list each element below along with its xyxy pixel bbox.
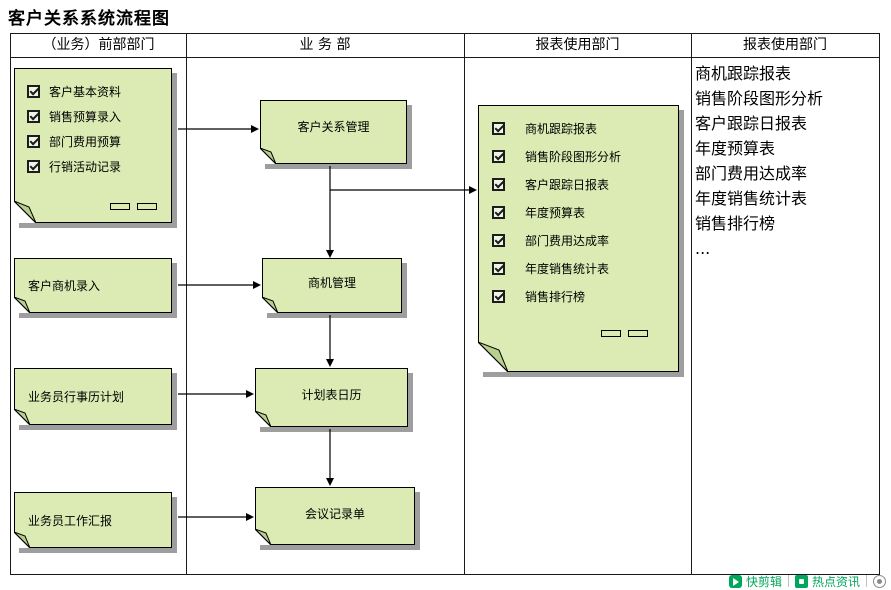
lane-divider bbox=[464, 34, 465, 574]
checklist-row: 行销活动记录 bbox=[15, 154, 171, 179]
checkbox-checked-icon bbox=[492, 233, 505, 247]
folded-corner-icon bbox=[478, 342, 508, 372]
note-salesperson-work-report: 业务员工作汇报 bbox=[14, 492, 172, 548]
hot-news-icon bbox=[794, 574, 808, 588]
checkbox-checked-icon bbox=[492, 177, 505, 191]
checklist-item-label: 客户跟踪日报表 bbox=[525, 177, 610, 192]
checklist-item-label: 年度预算表 bbox=[525, 205, 586, 220]
checklist-item-label: 销售预算录入 bbox=[49, 110, 122, 124]
note-label: 业务员工作汇报 bbox=[28, 513, 113, 528]
checklist-row: 销售排行榜 bbox=[479, 282, 678, 310]
folded-corner-icon bbox=[260, 148, 276, 164]
checklist-row: 年度预算表 bbox=[479, 198, 678, 226]
checklist-row: 客户跟踪日报表 bbox=[479, 170, 678, 198]
note-salesperson-calendar: 业务员行事历计划 bbox=[14, 368, 172, 425]
checklist-row: 销售阶段图形分析 bbox=[479, 142, 678, 170]
checkbox-checked-icon bbox=[492, 261, 505, 275]
note-label: 客户关系管理 bbox=[297, 119, 370, 134]
checklist-item-label: 部门费用预算 bbox=[49, 135, 122, 149]
note-label: 业务员行事历计划 bbox=[28, 390, 125, 404]
note-label: 计划表日历 bbox=[301, 388, 362, 402]
checkbox-checked-icon bbox=[492, 205, 505, 219]
checklist-row: 部门费用达成率 bbox=[479, 226, 678, 254]
decor-lines bbox=[601, 330, 648, 337]
note-crm: 客户关系管理 bbox=[260, 100, 407, 164]
checklist-item-label: 部门费用达成率 bbox=[525, 233, 610, 248]
report-list-item: 销售阶段图形分析 bbox=[695, 89, 824, 108]
checkbox-checked-icon bbox=[27, 110, 40, 123]
quick-clip-icon bbox=[728, 574, 742, 588]
folded-corner-icon bbox=[255, 411, 271, 427]
lane-header-report-dept-2: 报表使用部门 bbox=[691, 34, 879, 58]
checklist-row: 年度销售统计表 bbox=[479, 254, 678, 282]
checklist-item-label: 销售阶段图形分析 bbox=[525, 149, 622, 164]
quick-clip-button[interactable]: 快剪辑 bbox=[728, 573, 782, 590]
note-label: 客户商机录入 bbox=[28, 279, 101, 293]
note-schedule-calendar: 计划表日历 bbox=[255, 368, 408, 427]
folded-corner-icon bbox=[255, 529, 271, 545]
report-list-item: 部门费用达成率 bbox=[695, 164, 808, 183]
folded-corner-icon bbox=[14, 409, 30, 425]
checklist-item-label: 年度销售统计表 bbox=[525, 261, 610, 276]
checkbox-checked-icon bbox=[27, 135, 40, 148]
checklist-row: 商机跟踪报表 bbox=[479, 114, 678, 142]
report-list-item: 年度销售统计表 bbox=[695, 189, 808, 208]
report-list-item: 客户跟踪日报表 bbox=[695, 114, 808, 133]
checkbox-checked-icon bbox=[492, 149, 505, 163]
lane-divider bbox=[691, 34, 692, 574]
note-meeting-record: 会议记录单 bbox=[255, 487, 415, 545]
report-list-item: 年度预算表 bbox=[695, 139, 776, 158]
checklist-item-label: 行销活动记录 bbox=[49, 160, 122, 174]
note-label: 商机管理 bbox=[307, 276, 356, 290]
note-opportunity-entry: 客户商机录入 bbox=[14, 258, 172, 313]
overlay-divider bbox=[866, 575, 867, 587]
checklist-item-label: 客户基本资料 bbox=[49, 85, 122, 99]
swimlane-table: （业务）前部部门 业 务 部 报表使用部门 报表使用部门 bbox=[10, 33, 880, 575]
checklist-row: 部门费用预算 bbox=[15, 129, 171, 154]
checklist-item-label: 商机跟踪报表 bbox=[525, 121, 598, 136]
quick-clip-label: 快剪辑 bbox=[745, 574, 782, 589]
report-list-item: ... bbox=[695, 239, 711, 258]
note-opportunity-management: 商机管理 bbox=[262, 258, 402, 313]
checkbox-checked-icon bbox=[492, 289, 505, 303]
folded-corner-icon bbox=[262, 297, 278, 313]
browser-overlay-bar: 快剪辑 热点资讯 bbox=[728, 573, 886, 590]
hot-news-button[interactable]: 热点资讯 bbox=[794, 573, 860, 590]
decor-lines bbox=[110, 203, 157, 210]
checklist-item-label: 销售排行榜 bbox=[525, 289, 586, 304]
overlay-divider bbox=[787, 575, 789, 587]
folded-corner-icon bbox=[14, 297, 30, 313]
note-label: 会议记录单 bbox=[304, 506, 365, 521]
note-report-checklist: 商机跟踪报表 销售阶段图形分析 客户跟踪日报表 年度预算表 部门费用达成率 年度… bbox=[478, 105, 679, 372]
hot-news-label: 热点资讯 bbox=[811, 574, 860, 589]
report-list-item: 销售排行榜 bbox=[695, 214, 776, 233]
checklist-row: 销售预算录入 bbox=[15, 104, 171, 129]
note-front-dept-inputs: 客户基本资料 销售预算录入 部门费用预算 行销活动记录 bbox=[14, 68, 172, 223]
lane-header-business-dept: 业 务 部 bbox=[186, 34, 464, 58]
folded-corner-icon bbox=[14, 201, 36, 223]
hand-icon[interactable] bbox=[873, 574, 886, 588]
checkbox-checked-icon bbox=[27, 160, 40, 173]
lane-header-report-dept-1: 报表使用部门 bbox=[464, 34, 691, 58]
report-list-item: 商机跟踪报表 bbox=[695, 64, 792, 83]
report-list: 商机跟踪报表 销售阶段图形分析 客户跟踪日报表 年度预算表 部门费用达成率 年度… bbox=[695, 61, 877, 261]
folded-corner-icon bbox=[14, 532, 30, 548]
checkbox-checked-icon bbox=[492, 121, 505, 135]
lane-divider bbox=[186, 34, 187, 574]
checkbox-checked-icon bbox=[27, 85, 40, 98]
checklist-row: 客户基本资料 bbox=[15, 79, 171, 104]
page-title: 客户关系系统流程图 bbox=[8, 9, 170, 29]
lane-header-front-dept: （业务）前部部门 bbox=[11, 34, 186, 58]
